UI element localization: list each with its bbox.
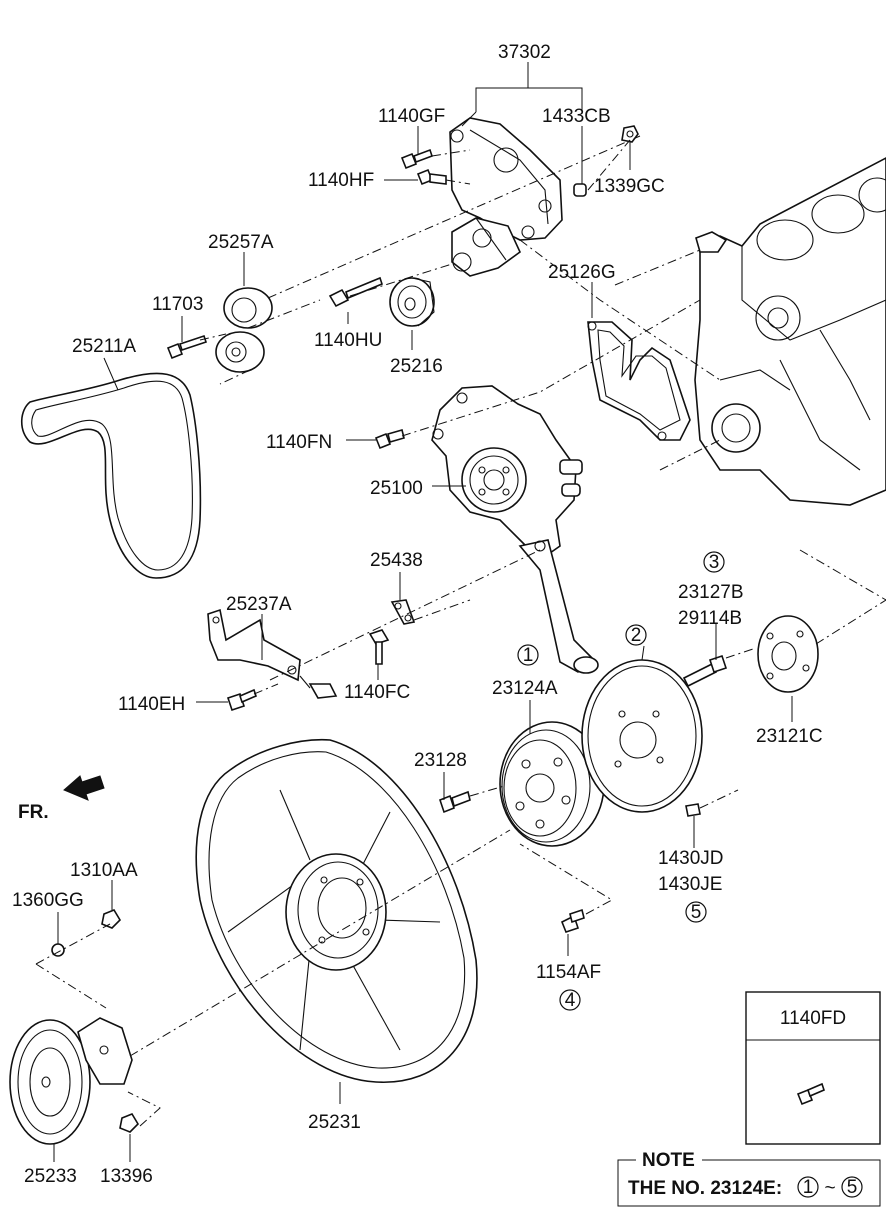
bracket-25237A: [207, 608, 338, 699]
circled-ref-4: 4: [559, 989, 581, 1011]
note-title: NOTE: [642, 1150, 695, 1171]
nut-13396: [119, 1113, 140, 1133]
inset-box-label: 1140FD: [780, 1008, 846, 1029]
svg-text:2: 2: [631, 625, 642, 646]
cooling-fan-25231: [195, 738, 478, 1083]
label-1140HF: 1140HF: [308, 170, 374, 191]
pin-1430JD: [685, 803, 701, 817]
bolt-29114B: [682, 654, 728, 688]
label-1140EH: 1140EH: [118, 694, 185, 715]
label-1360GG: 1360GG: [12, 890, 84, 911]
label-1154AF: 1154AF: [536, 962, 601, 983]
bolt-1140HU: [328, 276, 383, 308]
svg-text:5: 5: [691, 902, 702, 923]
circled-ref-1: 1: [517, 644, 539, 666]
bracket-25438: [390, 599, 416, 625]
label-23128: 23128: [414, 750, 467, 771]
nut-1433CB: [573, 183, 587, 197]
direction-label: FR.: [18, 802, 49, 823]
note-range-end: 5: [847, 1177, 858, 1198]
label-25237A: 25237A: [226, 594, 292, 615]
label-23124A: 23124A: [492, 678, 558, 699]
svg-text:1: 1: [523, 645, 534, 666]
label-1430JE: 1430JE: [658, 874, 722, 895]
bolt-1140FD-icon: [796, 1082, 825, 1106]
label-1310AA: 1310AA: [70, 860, 138, 881]
crank-pulley-23124A: [499, 721, 605, 847]
engine-block: [694, 157, 886, 506]
label-25211A: 25211A: [72, 336, 136, 357]
label-1140GF: 1140GF: [378, 106, 445, 127]
label-25257A: 25257A: [208, 232, 274, 253]
bolt-1154AF: [560, 908, 585, 933]
svg-text:4: 4: [565, 990, 576, 1011]
label-25126G: 25126G: [548, 262, 616, 283]
label-1140HU: 1140HU: [314, 330, 382, 351]
label-1140FN: 1140FN: [266, 432, 332, 453]
bolt-1140HF: [416, 168, 447, 186]
leader-lines: [53, 62, 793, 1162]
note-box: NOTE THE NO. 23124E: 1 ~ 5: [617, 1150, 881, 1207]
label-29114B: 29114B: [678, 608, 742, 629]
label-25216: 25216: [390, 356, 443, 377]
label-25438: 25438: [370, 550, 423, 571]
assembly-lines: [35, 135, 886, 1127]
note-range-sep: ~: [824, 1178, 835, 1199]
fan-clutch-25233: [9, 1017, 133, 1145]
water-pump-25100: [431, 385, 599, 674]
bolt-1140EH: [226, 688, 257, 712]
nut-1339GC: [621, 125, 639, 143]
label-13396: 13396: [100, 1166, 153, 1187]
bolt-1140FC: [368, 629, 390, 665]
circled-ref-3: 3: [703, 551, 725, 573]
circled-ref-2: 2: [625, 624, 647, 646]
idler-pulley-25216: [389, 277, 435, 327]
note-range-start: 1: [803, 1177, 814, 1198]
circled-ref-5: 5: [685, 901, 707, 923]
label-25233: 25233: [24, 1166, 77, 1187]
bolt-23128: [439, 790, 471, 814]
tensioner-pulley-25257A: [215, 287, 273, 373]
hub-23121C: [757, 615, 819, 693]
label-1430JD: 1430JD: [658, 848, 724, 869]
gasket-25126G: [587, 321, 691, 441]
label-1433CB: 1433CB: [542, 106, 611, 127]
svg-text:3: 3: [709, 552, 720, 573]
label-37302: 37302: [498, 42, 551, 63]
bolt-1140FN: [374, 429, 405, 450]
bracket-37302: [449, 117, 563, 277]
bolt-11703: [166, 334, 208, 360]
label-23127B: 23127B: [678, 582, 744, 603]
label-11703: 11703: [152, 294, 203, 315]
damper-plate: [581, 659, 703, 813]
belt-25211A: [20, 372, 202, 579]
label-25100: 25100: [370, 478, 423, 499]
label-23121C: 23121C: [756, 726, 823, 747]
label-25231: 25231: [308, 1112, 361, 1133]
bolt-1140GF: [400, 148, 434, 170]
nut-1310AA: [101, 909, 122, 929]
label-1339GC: 1339GC: [594, 176, 665, 197]
front-direction-arrow-icon: [63, 775, 105, 801]
note-text: THE NO. 23124E:: [628, 1178, 782, 1199]
inset-box-1140FD: 1140FD: [745, 991, 881, 1145]
label-1140FC: 1140FC: [344, 682, 410, 703]
